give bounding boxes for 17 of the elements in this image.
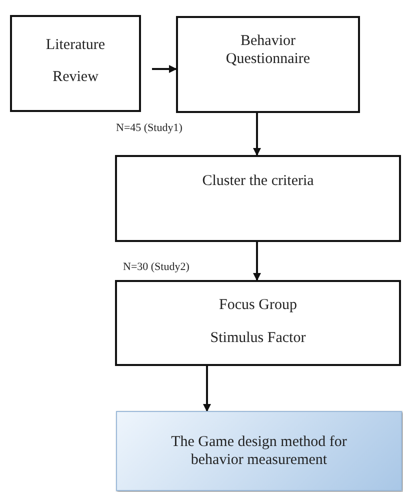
process-box bbox=[10, 15, 141, 112]
box-text: The Game design method for behavior measurement bbox=[170, 433, 348, 469]
process-box bbox=[115, 155, 401, 242]
process-box bbox=[115, 280, 401, 366]
box-text: Stimulus Factor bbox=[210, 329, 306, 347]
result-box bbox=[116, 411, 402, 491]
box-text: Literature Review bbox=[44, 36, 106, 87]
process-box bbox=[176, 16, 360, 113]
arrow bbox=[152, 65, 177, 73]
box-text: Behavior Questionnaire bbox=[224, 32, 312, 68]
box-text: Cluster the criteria bbox=[202, 172, 314, 190]
sample-size-note: N=30 (Study2) bbox=[123, 261, 190, 273]
arrow bbox=[203, 366, 211, 412]
box-text: Focus Group bbox=[219, 296, 297, 314]
arrow bbox=[253, 242, 261, 281]
arrow bbox=[253, 113, 261, 156]
sample-size-note: N=45 (Study1) bbox=[116, 122, 182, 134]
